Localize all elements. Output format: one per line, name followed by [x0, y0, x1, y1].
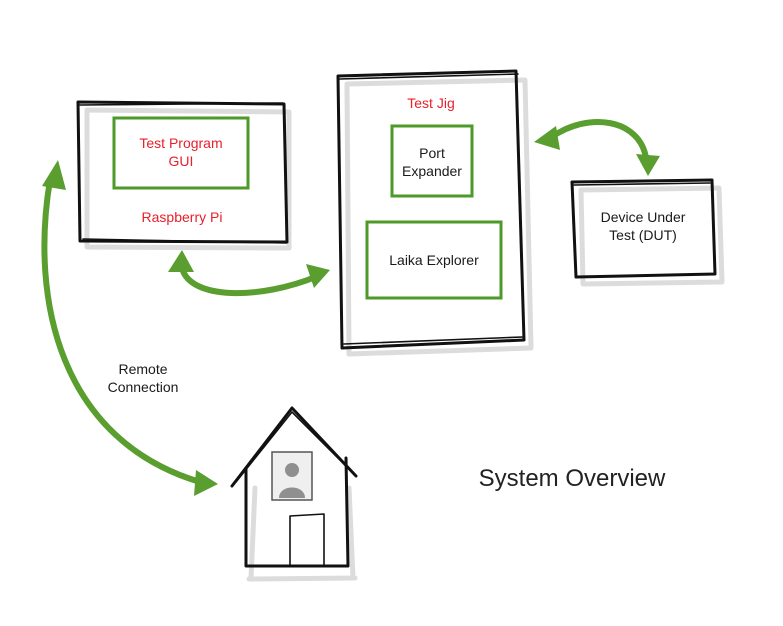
diagram-caption: System Overview — [479, 465, 666, 492]
port-expander-label-line2: Expander — [402, 163, 462, 179]
house-icon — [230, 406, 358, 582]
remote-connection-label-line2: Connection — [108, 379, 179, 395]
test-jig-label: Test Jig — [407, 95, 454, 111]
test-program-gui-label-line2: GUI — [169, 153, 194, 169]
arrow-pi-to-jig — [168, 250, 330, 297]
port-expander-label-line1: Port — [419, 145, 445, 161]
port-expander-box: Port Expander — [390, 124, 474, 198]
arrow-jig-to-dut — [534, 119, 660, 176]
test-jig-box — [336, 69, 534, 357]
person-icon — [271, 451, 313, 501]
test-program-gui-box: Test Program GUI — [112, 116, 250, 190]
laika-explorer-box: Laika Explorer — [365, 220, 503, 300]
dut-label-line2: Test (DUT) — [609, 227, 677, 243]
dut-label-line1: Device Under — [601, 209, 686, 225]
raspberry-pi-label: Raspberry Pi — [142, 209, 223, 225]
raspberry-pi-box — [76, 100, 292, 251]
test-program-gui-label-line1: Test Program — [139, 135, 222, 151]
dut-box: Device Under Test (DUT) — [570, 178, 725, 287]
laika-explorer-label: Laika Explorer — [389, 252, 479, 268]
remote-connection-label-line1: Remote — [118, 361, 167, 377]
arrow-remote-connection — [41, 160, 218, 496]
